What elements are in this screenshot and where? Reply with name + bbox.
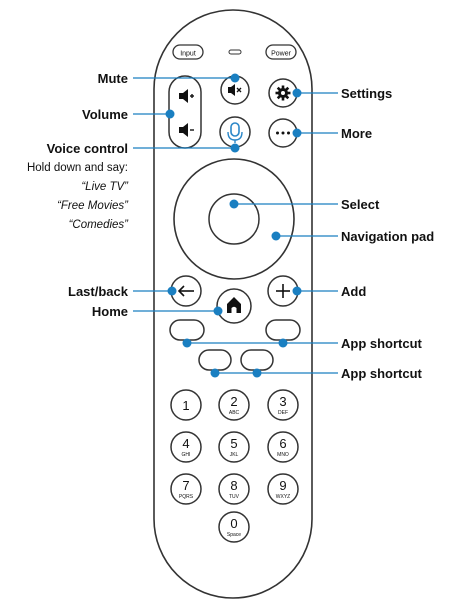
home-label: Home [91, 304, 128, 319]
power-button[interactable]: Power [265, 44, 297, 60]
app-shortcut-label-2: App shortcut [341, 366, 422, 381]
more-icon [276, 131, 290, 135]
digit-key-number: 6 [279, 436, 286, 451]
app-shortcut-label-1: App shortcut [341, 336, 422, 351]
digit-key-letters: PQRS [179, 494, 194, 500]
gear-icon [275, 85, 291, 101]
digit-key-circle [267, 389, 299, 421]
voice-example-comedies: “Comedies” [68, 219, 128, 231]
digit-key-circle [218, 511, 250, 543]
digit-key-circle [170, 473, 202, 505]
app-shortcut-1-callout-dot [278, 338, 288, 348]
settings-label: Settings [341, 86, 393, 101]
digit-key-letters: WXYZ [276, 494, 290, 500]
volume-callout-dot [165, 109, 175, 119]
digit-key-letters: TUV [229, 494, 240, 500]
digit-key-letters: ABC [229, 410, 240, 416]
digit-key-number: 0 [230, 516, 237, 531]
select-callout-dot [229, 199, 239, 209]
voice-hint-text: Hold down and say: [26, 162, 128, 174]
back-callout-dot [167, 286, 177, 296]
navigation-pad-callout-dot [271, 231, 281, 241]
voice-control-label: Voice control [46, 141, 128, 156]
more-label: More [341, 126, 373, 141]
digit-key-1[interactable]: 1 [170, 389, 202, 421]
app-shortcut-1-callout-dot [182, 338, 192, 348]
volume-down-icon [179, 123, 194, 137]
mute-callout-dot [230, 73, 240, 83]
digit-key-number: 2 [230, 394, 237, 409]
digit-key-letters: JKL [230, 452, 239, 458]
plus-icon [276, 284, 290, 298]
digit-key-letters: Space [227, 532, 241, 538]
add-callout-dot [292, 286, 302, 296]
voice-example-free-movies: “Free Movies” [57, 200, 128, 212]
digit-key-circle [218, 389, 250, 421]
callout-lines [133, 73, 338, 378]
power-button-label: Power [271, 51, 292, 58]
more-callout-dot [292, 128, 302, 138]
digit-key-number: 1 [182, 398, 189, 413]
app-shortcut-2-callout-dot [210, 368, 220, 378]
select-label: Select [341, 197, 380, 212]
navigation-pad-label: Navigation pad [341, 229, 435, 244]
digit-key-letters: DEF [278, 410, 288, 416]
voice-callout-dot [230, 143, 240, 153]
digit-key-number: 7 [182, 478, 189, 493]
digit-key-circle [218, 431, 250, 463]
digit-key-circle [218, 473, 250, 505]
voice-example-live-tv: “Live TV” [81, 181, 128, 193]
microphone-icon [227, 122, 243, 143]
digit-key-circle [170, 389, 202, 421]
home-callout-dot [213, 306, 223, 316]
home-icon [227, 297, 241, 313]
digit-key-letters: MNO [277, 452, 289, 458]
select-button[interactable] [208, 193, 260, 245]
app-shortcut-button[interactable] [265, 319, 301, 341]
digit-key-letters: GHI [182, 452, 191, 458]
digit-key-number: 4 [182, 436, 189, 451]
settings-callout-dot [292, 88, 302, 98]
back-arrow-icon [177, 285, 194, 297]
app-shortcut-button[interactable] [169, 319, 205, 341]
input-button-label: Input [180, 51, 196, 58]
mute-icon [228, 84, 242, 96]
add-label: Add [341, 284, 367, 299]
digit-key-number: 9 [279, 478, 286, 493]
app-shortcut-2-callout-dot [252, 368, 262, 378]
input-button[interactable]: Input [172, 44, 204, 60]
app-shortcut-button[interactable] [198, 349, 232, 371]
status-light [228, 49, 242, 55]
mute-label: Mute [97, 71, 128, 86]
digit-key-circle [267, 431, 299, 463]
digit-key-number: 8 [230, 478, 237, 493]
digit-key-number: 3 [279, 394, 286, 409]
volume-label: Volume [82, 107, 128, 122]
digit-key-number: 5 [230, 436, 237, 451]
last-back-label: Last/back [68, 284, 128, 299]
volume-up-icon [179, 89, 194, 103]
app-shortcut-button[interactable] [240, 349, 274, 371]
digit-key-circle [170, 431, 202, 463]
digit-key-circle [267, 473, 299, 505]
